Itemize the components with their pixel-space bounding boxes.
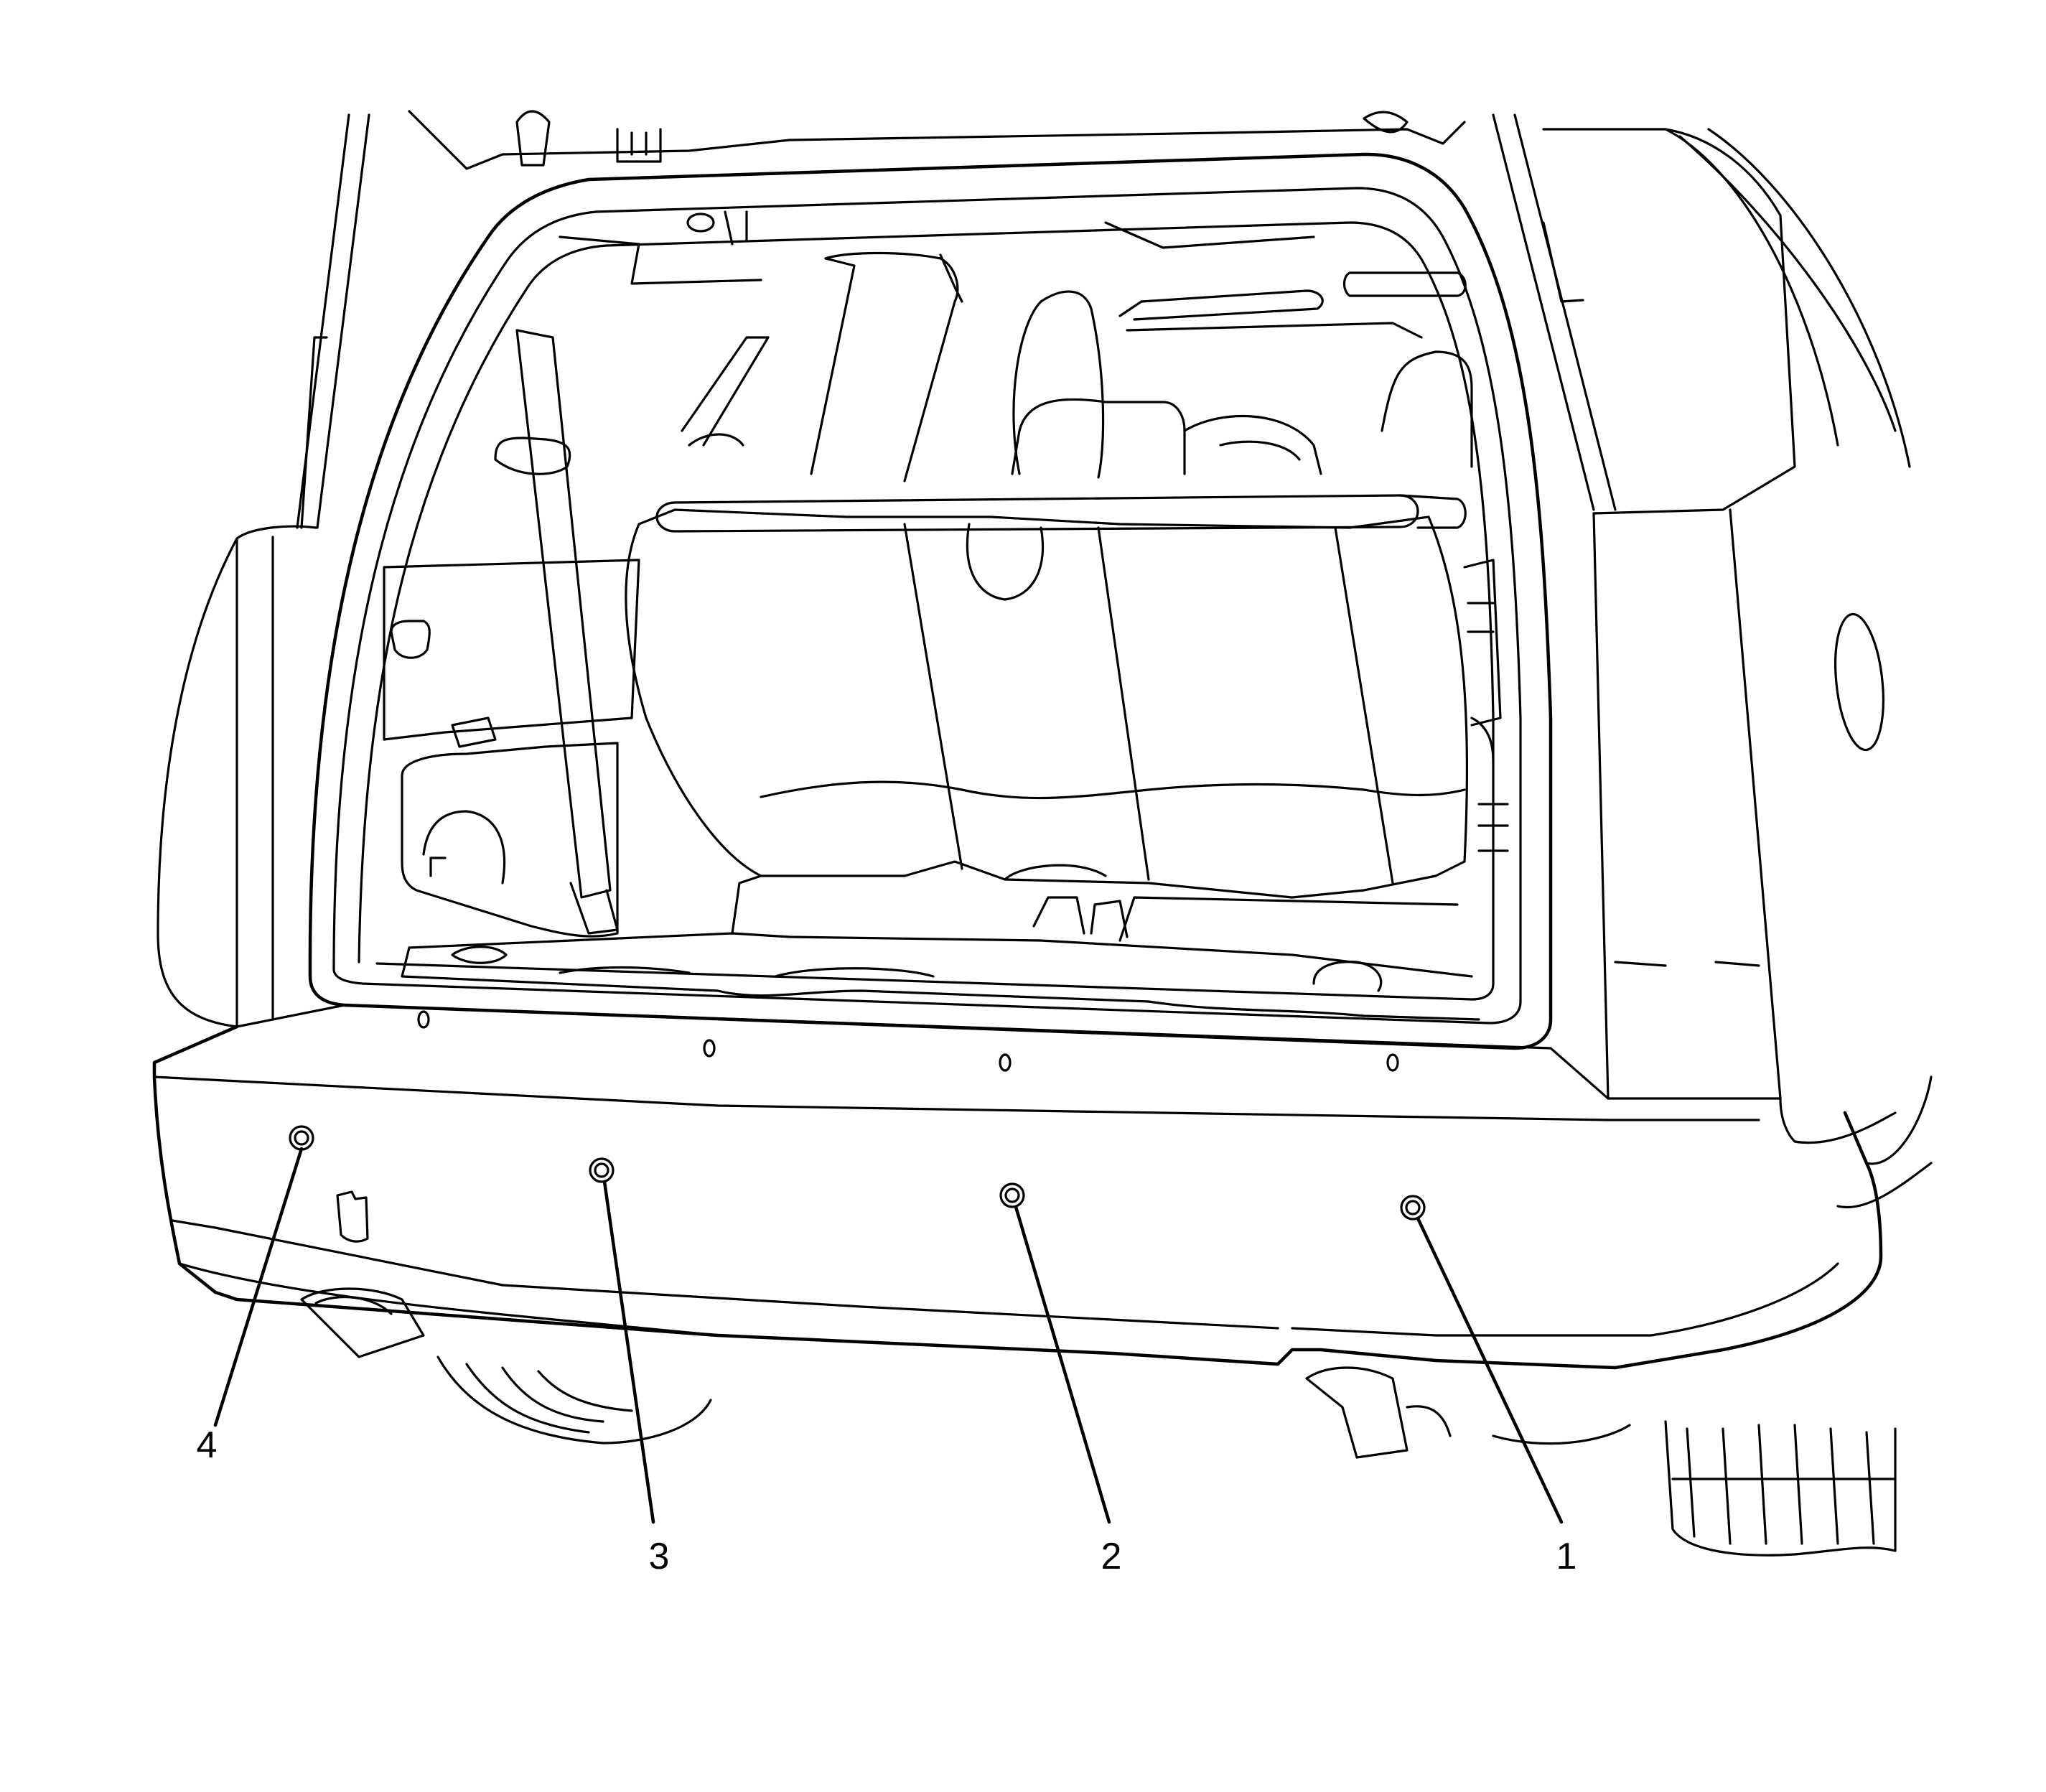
roof-header-hardware xyxy=(408,110,1466,170)
callout-labels: 4 3 2 1 xyxy=(197,1424,1577,1577)
leader-line-4 xyxy=(213,1147,304,1427)
exhaust-and-tire xyxy=(300,1287,1897,1557)
leader-line-2 xyxy=(1014,1205,1111,1524)
right-cargo-trim xyxy=(1463,559,1509,852)
parking-sensor-1[interactable] xyxy=(1400,1195,1426,1221)
rear-seat-headrests xyxy=(810,251,1473,482)
rear-seat-back xyxy=(625,508,1469,899)
parking-sensor-2[interactable] xyxy=(999,1182,1025,1208)
leader-line-3 xyxy=(602,1180,655,1524)
callout-label-4: 4 xyxy=(197,1424,218,1466)
left-liftgate-strut xyxy=(296,113,370,529)
callout-leaders xyxy=(213,1147,1564,1524)
liftgate-opening-outer xyxy=(308,152,1553,1050)
rear-bumper-fascia xyxy=(152,1004,1933,1370)
left-body-panel xyxy=(157,525,346,1028)
rear-seat-belt xyxy=(494,329,770,935)
liftgate-opening-inner xyxy=(332,187,1522,1025)
tow-hook-cover xyxy=(336,1190,369,1243)
callout-label-2: 2 xyxy=(1101,1536,1122,1577)
cargo-floor-sill xyxy=(401,874,1480,1021)
right-body-panel xyxy=(1542,128,1911,1144)
parking-sensor-4[interactable] xyxy=(289,1125,314,1151)
left-cargo-trim-panel xyxy=(383,559,640,938)
callout-label-1: 1 xyxy=(1556,1536,1577,1577)
interior-upper xyxy=(559,210,1467,339)
bumper-upper-fastener-holes xyxy=(417,1010,1399,1072)
right-liftgate-strut xyxy=(1492,113,1617,511)
parking-sensor-3[interactable] xyxy=(589,1157,615,1183)
seat-top-rail xyxy=(655,494,1467,533)
callout-label-3: 3 xyxy=(649,1536,670,1577)
leader-line-1 xyxy=(1416,1216,1564,1524)
parking-sensors xyxy=(289,1125,1426,1221)
